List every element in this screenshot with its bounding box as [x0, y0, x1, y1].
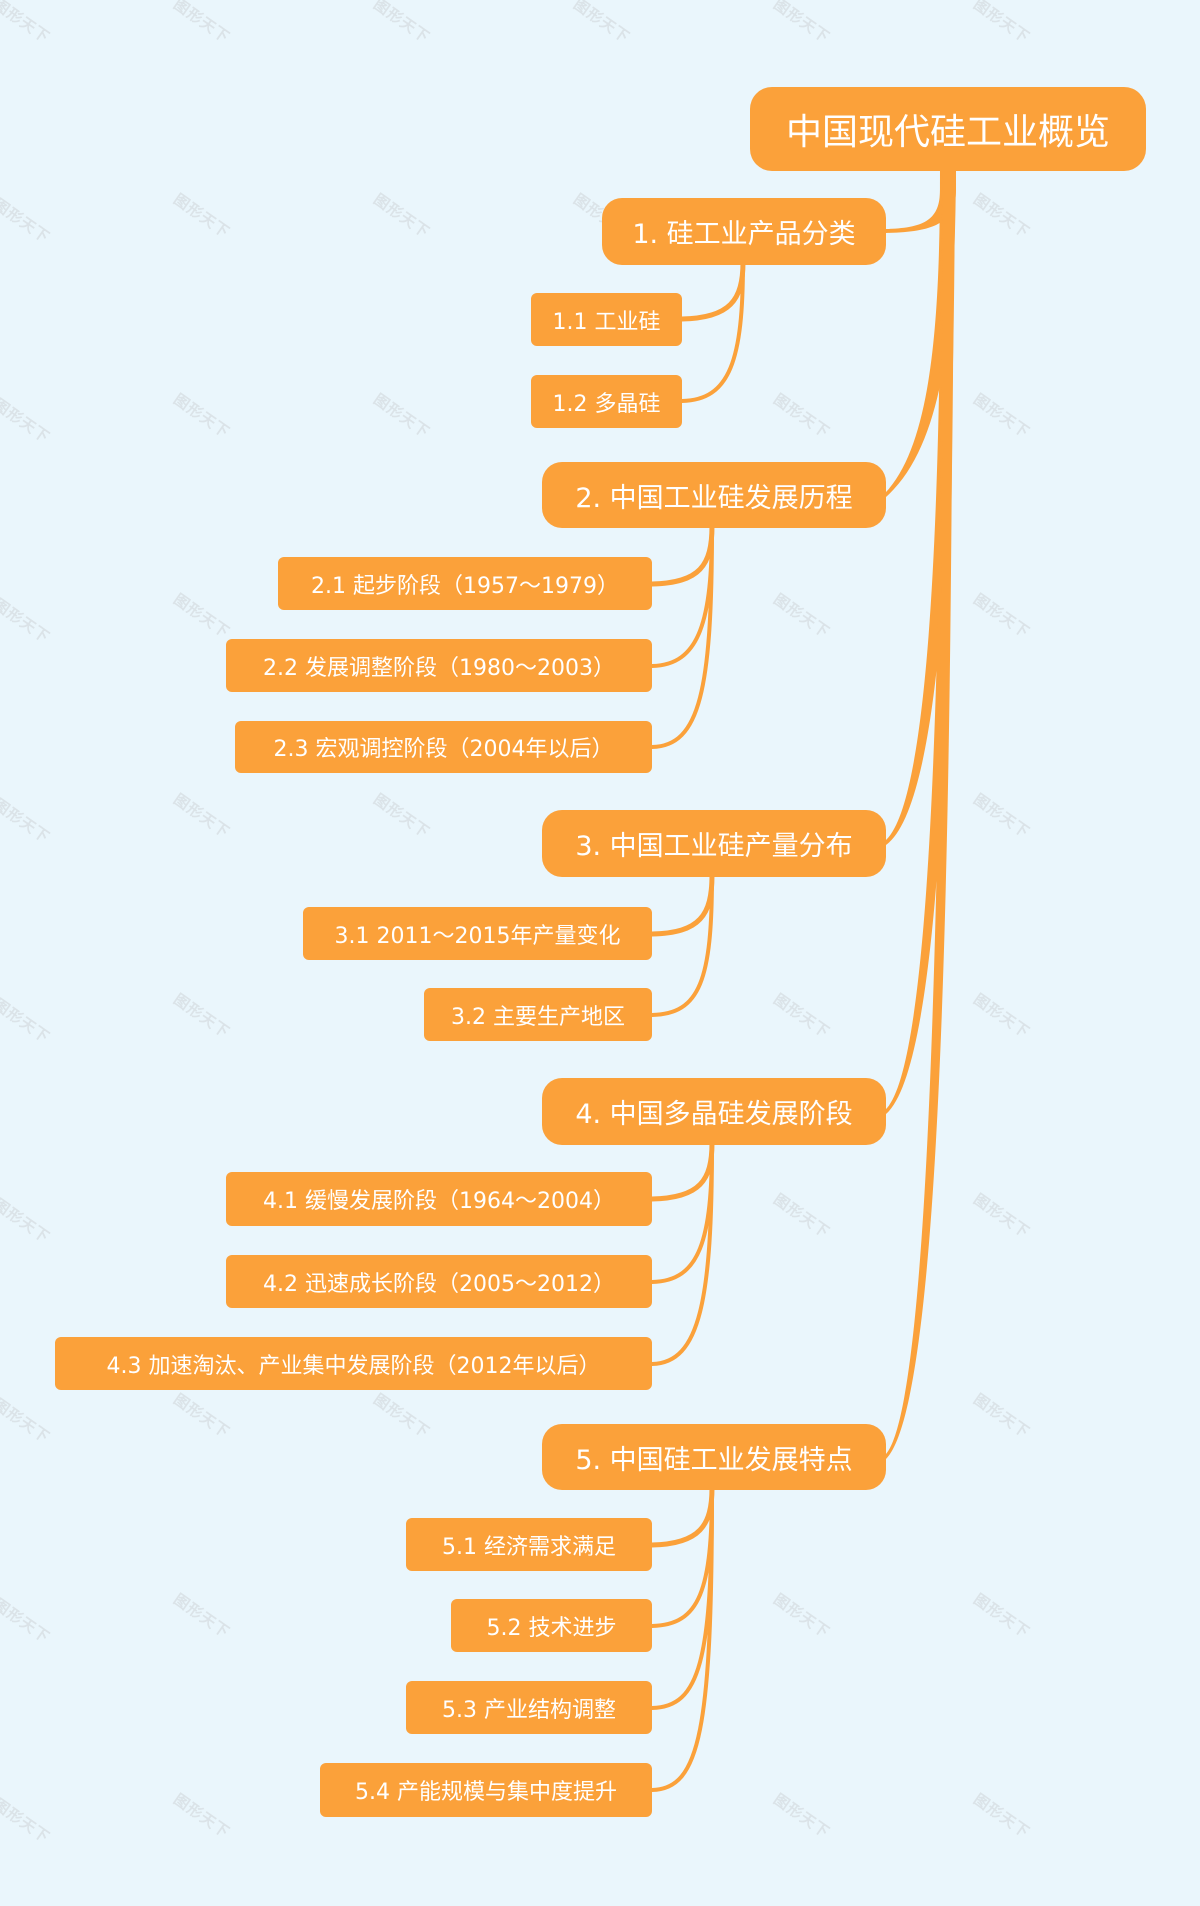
branch-node-3[interactable]: 3. 中国工业硅产量分布 — [542, 810, 886, 877]
leaf-node-label: 2.3 宏观调控阶段（2004年以后） — [273, 737, 614, 762]
leaf-node-3-1[interactable]: 3.1 2011～2015年产量变化 — [303, 907, 652, 960]
leaf-node-label: 4.3 加速淘汰、产业集中发展阶段（2012年以后） — [106, 1353, 601, 1379]
link-branch-3-child-2 — [650, 873, 714, 1017]
branch-node-label: 5. 中国硅工业发展特点 — [575, 1444, 853, 1476]
link-branch-1-child-1 — [679, 259, 746, 322]
leaf-node-2-2[interactable]: 2.2 发展调整阶段（1980～2003） — [226, 639, 652, 692]
link-branch-2-child-2 — [650, 524, 714, 668]
leaf-node-label: 2.1 起步阶段（1957～1979） — [311, 573, 619, 599]
root-node[interactable]: 中国现代硅工业概览 — [750, 87, 1146, 171]
leaf-node-label: 5.2 技术进步 — [486, 1615, 617, 1641]
leaf-node-label: 3.1 2011～2015年产量变化 — [334, 923, 621, 949]
branch-node-1[interactable]: 1. 硅工业产品分类 — [602, 198, 886, 265]
leaf-node-2-3[interactable]: 2.3 宏观调控阶段（2004年以后） — [235, 721, 652, 773]
link-branch-4-child-1 — [649, 1140, 715, 1202]
leaf-node-5-1[interactable]: 5.1 经济需求满足 — [406, 1518, 652, 1571]
leaf-node-label: 2.2 发展调整阶段（1980～2003） — [263, 655, 615, 681]
link-branch-2-child-1 — [649, 523, 715, 587]
link-branch-4-child-2 — [650, 1141, 714, 1284]
leaf-node-3-2[interactable]: 3.2 主要生产地区 — [424, 988, 652, 1041]
leaf-node-label: 1.2 多晶硅 — [552, 391, 661, 417]
link-branch-4-child-3 — [650, 1141, 714, 1366]
branch-node-2[interactable]: 2. 中国工业硅发展历程 — [542, 462, 886, 528]
leaf-node-4-1[interactable]: 4.1 缓慢发展阶段（1964～2004） — [226, 1172, 652, 1226]
leaf-node-label: 5.1 经济需求满足 — [442, 1534, 616, 1560]
branch-node-4[interactable]: 4. 中国多晶硅发展阶段 — [542, 1078, 886, 1145]
branch-node-label: 1. 硅工业产品分类 — [632, 219, 856, 250]
leaf-node-label: 1.1 工业硅 — [552, 309, 661, 335]
leaf-node-4-2[interactable]: 4.2 迅速成长阶段（2005～2012） — [226, 1255, 652, 1308]
leaf-node-1-1[interactable]: 1.1 工业硅 — [531, 293, 682, 346]
link-branch-5-child-1 — [649, 1485, 715, 1548]
leaf-node-5-4[interactable]: 5.4 产能规模与集中度提升 — [320, 1763, 652, 1817]
branch-node-label: 3. 中国工业硅产量分布 — [575, 831, 853, 862]
root-node-label: 中国现代硅工业概览 — [785, 112, 1110, 153]
branch-node-label: 2. 中国工业硅发展历程 — [575, 482, 853, 514]
leaf-node-2-1[interactable]: 2.1 起步阶段（1957～1979） — [278, 557, 652, 610]
leaf-node-4-3[interactable]: 4.3 加速淘汰、产业集中发展阶段（2012年以后） — [55, 1337, 652, 1390]
link-branch-1-child-2 — [680, 260, 745, 403]
link-branch-5-child-3 — [650, 1486, 714, 1710]
leaf-node-label: 4.2 迅速成长阶段（2005～2012） — [263, 1271, 615, 1297]
link-root-branch-1 — [886, 168, 956, 233]
leaf-node-1-2[interactable]: 1.2 多晶硅 — [531, 375, 682, 428]
link-branch-3-child-1 — [649, 872, 715, 937]
link-branch-5-child-2 — [650, 1486, 714, 1628]
branch-node-label: 4. 中国多晶硅发展阶段 — [575, 1099, 853, 1130]
leaf-node-5-2[interactable]: 5.2 技术进步 — [451, 1599, 652, 1652]
link-branch-5-child-4 — [650, 1486, 714, 1792]
leaf-node-label: 4.1 缓慢发展阶段（1964～2004） — [263, 1189, 615, 1214]
link-root-branch-5 — [886, 168, 953, 1459]
link-branch-2-child-3 — [650, 524, 714, 749]
leaf-node-5-3[interactable]: 5.3 产业结构调整 — [406, 1681, 652, 1734]
leaf-node-label: 3.2 主要生产地区 — [451, 1004, 625, 1030]
leaf-node-label: 5.4 产能规模与集中度提升 — [355, 1780, 617, 1805]
branch-node-5[interactable]: 5. 中国硅工业发展特点 — [542, 1424, 886, 1490]
leaf-node-label: 5.3 产业结构调整 — [442, 1697, 616, 1723]
